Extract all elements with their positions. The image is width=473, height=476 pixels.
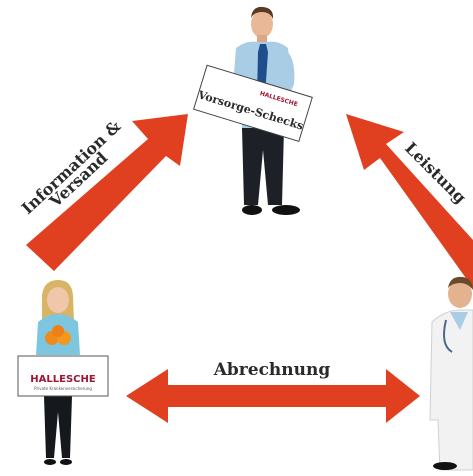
arrow-leistung — [346, 114, 473, 288]
card-subtext-left: Private Krankenversicherung — [34, 386, 92, 391]
arrow-abrechnung — [126, 369, 420, 423]
arrow-info-versand — [26, 114, 188, 271]
doctor-figure — [429, 276, 473, 471]
card-logo-left: HALLESCHE — [30, 374, 96, 385]
woman-figure — [36, 280, 80, 465]
hallesche-card-left: HALLESCHE Private Krankenversicherung — [17, 355, 109, 397]
label-abrechnung: Abrechnung — [213, 360, 331, 380]
